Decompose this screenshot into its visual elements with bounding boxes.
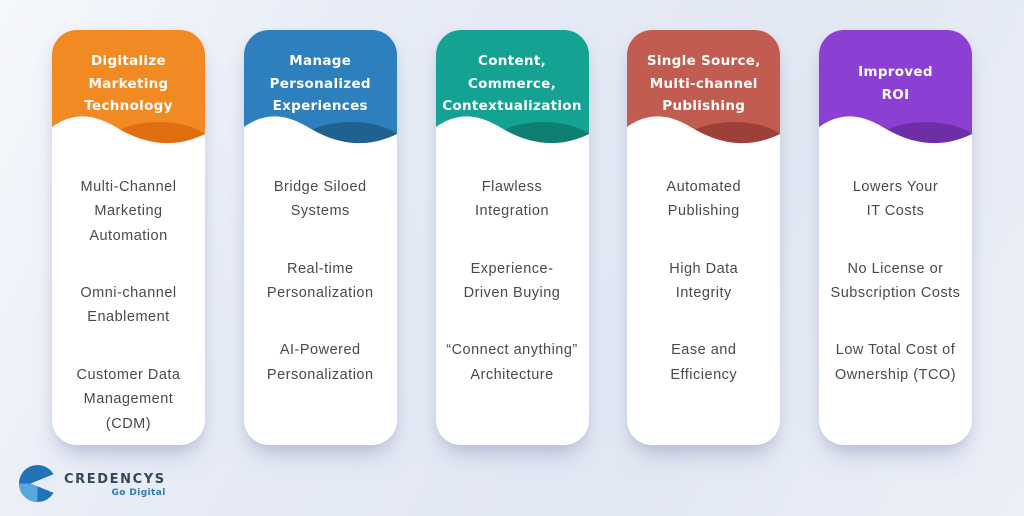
- card-body: Flawless Integration Experience- Driven …: [436, 165, 589, 445]
- card-title: Single Source, Multi-channel Publishing: [646, 52, 761, 115]
- card-improved-roi: Improved ROI Lowers Your IT Costs No Lic…: [819, 30, 972, 445]
- card-item: AI-Powered Personalization: [266, 342, 374, 383]
- card-item: Low Total Cost of Ownership (TCO): [834, 342, 957, 383]
- card-item: Bridge Siloed Systems: [273, 179, 367, 220]
- card-title: Manage Personalized Experiences: [269, 52, 371, 115]
- card-item: Omni-channel Enablement: [80, 285, 177, 326]
- card-item: “Connect anything” Architecture: [446, 342, 578, 383]
- wave-header-decoration: [243, 30, 397, 165]
- card-item: Multi-Channel Marketing Automation: [80, 179, 177, 244]
- wave-header-decoration: [435, 30, 589, 165]
- card-header: Content, Commerce, Contextualization: [435, 30, 589, 165]
- card-digitalize-marketing-technology: Digitalize Marketing Technology Multi-Ch…: [52, 30, 205, 445]
- logo-tagline: Go Digital: [111, 488, 166, 498]
- card-item: Customer Data Management (CDM): [76, 366, 181, 432]
- card-header: Improved ROI: [819, 30, 972, 165]
- card-item: Real-time Personalization: [266, 260, 374, 302]
- card-title: Content, Commerce, Contextualization: [442, 52, 582, 115]
- card-body: Bridge Siloed Systems Real-time Personal…: [244, 165, 397, 445]
- card-item: No License or Subscription Costs: [830, 260, 961, 302]
- card-body: Multi-Channel Marketing Automation Omni-…: [52, 165, 205, 445]
- credencys-logo-icon: [18, 464, 57, 503]
- card-header: Manage Personalized Experiences: [243, 30, 397, 165]
- card-item: Automated Publishing: [666, 179, 742, 220]
- card-item: Experience- Driven Buying: [463, 260, 561, 302]
- wave-header-decoration: [819, 30, 972, 165]
- card-title: Improved ROI: [858, 64, 933, 103]
- card-item: Lowers Your IT Costs: [852, 179, 939, 220]
- cards-row: Digitalize Marketing Technology Multi-Ch…: [52, 30, 972, 450]
- card-header: Digitalize Marketing Technology: [52, 30, 205, 165]
- card-body: Lowers Your IT Costs No License or Subsc…: [819, 165, 972, 445]
- card-single-source-multichannel-publishing: Single Source, Multi-channel Publishing …: [627, 30, 781, 445]
- credencys-logo: CREDENCYS Go Digital: [18, 464, 166, 503]
- card-body: Automated Publishing High Data Integrity…: [627, 165, 780, 445]
- card-manage-personalized-experiences: Manage Personalized Experiences Bridge S…: [243, 30, 397, 445]
- card-content-commerce-contextualization: Content, Commerce, Contextualization Fla…: [435, 30, 589, 445]
- wave-header-decoration: [627, 30, 781, 165]
- card-header: Single Source, Multi-channel Publishing: [627, 30, 781, 165]
- card-item: High Data Integrity: [669, 260, 739, 302]
- card-item: Ease and Efficiency: [670, 342, 738, 383]
- logo-text: CREDENCYS Go Digital: [64, 464, 166, 498]
- card-title: Digitalize Marketing Technology: [84, 52, 173, 115]
- wave-header-decoration: [52, 30, 205, 165]
- logo-company-name: CREDENCYS: [64, 472, 166, 487]
- card-item: Flawless Integration: [474, 179, 550, 220]
